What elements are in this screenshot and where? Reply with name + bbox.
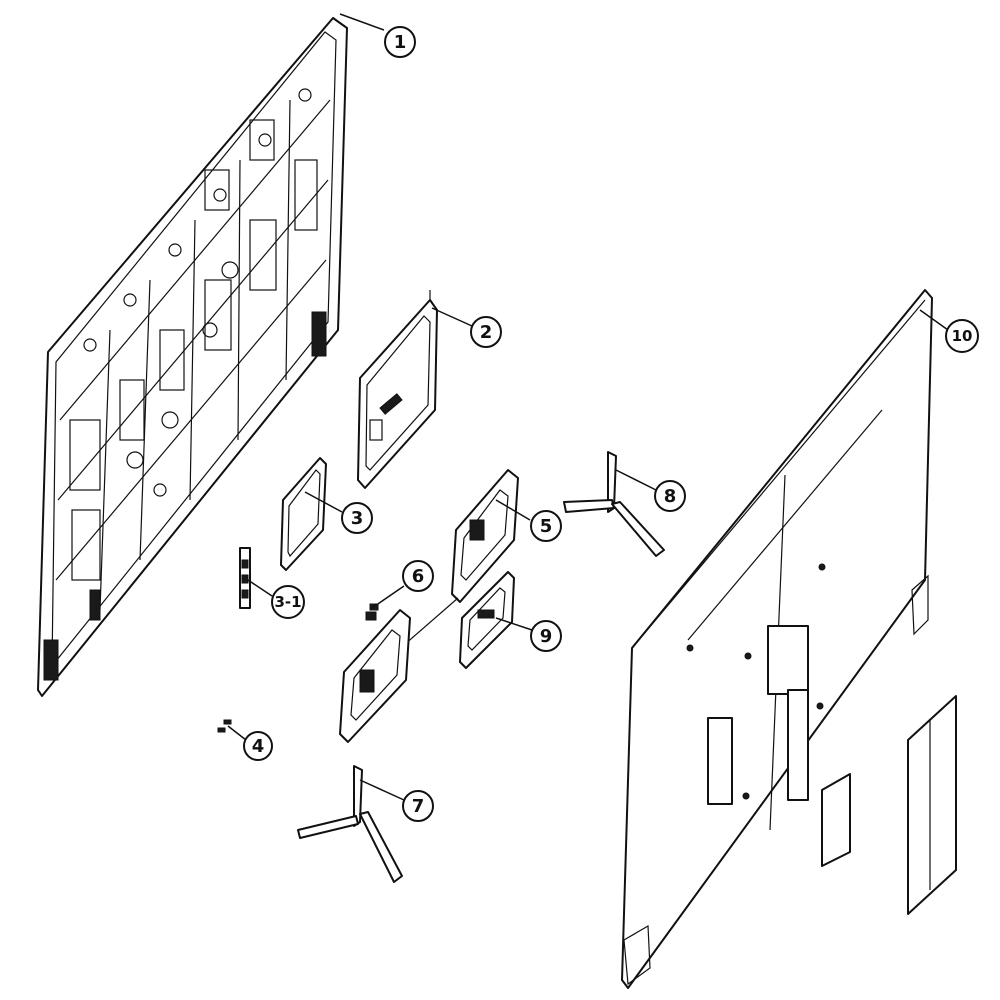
callout-10: 10	[945, 319, 979, 353]
part-4-screws	[217, 719, 232, 733]
callout-3-label: 3	[351, 508, 364, 529]
callout-1-label: 1	[394, 32, 407, 53]
callout-3: 3	[341, 502, 373, 534]
part-9-bracket-plate	[459, 571, 515, 669]
callout-5: 5	[530, 510, 562, 542]
callout-10-label: 10	[952, 327, 973, 345]
callout-3-1-label: 3-1	[274, 593, 301, 611]
callout-8: 8	[654, 480, 686, 512]
callout-5-label: 5	[540, 516, 553, 537]
speaker-cable	[403, 597, 459, 646]
part-8-stand-right	[563, 451, 665, 557]
callout-9: 9	[530, 620, 562, 652]
callout-9-label: 9	[540, 626, 553, 647]
part-6-bracket	[365, 603, 379, 621]
part-3-1-button-board	[239, 547, 251, 609]
callout-6-label: 6	[412, 566, 425, 587]
callout-4-label: 4	[252, 736, 265, 757]
callout-4: 4	[243, 731, 273, 761]
part-7-stand-left	[297, 765, 403, 883]
part-1-panel-frame	[37, 17, 348, 697]
callout-7: 7	[402, 790, 434, 822]
callout-8-label: 8	[664, 486, 677, 507]
callout-7-label: 7	[412, 796, 425, 817]
callout-3-1: 3-1	[271, 585, 305, 619]
callout-6: 6	[402, 560, 434, 592]
callout-2: 2	[470, 316, 502, 348]
part-10-back-cover	[621, 289, 957, 989]
leader-lines	[227, 13, 949, 801]
callout-2-label: 2	[480, 322, 493, 343]
part-2-main-board	[357, 290, 438, 489]
callout-1: 1	[384, 26, 416, 58]
panel-cutouts	[69, 88, 318, 581]
part-5-speaker-left	[339, 609, 411, 743]
part-3-small-board	[280, 457, 327, 571]
